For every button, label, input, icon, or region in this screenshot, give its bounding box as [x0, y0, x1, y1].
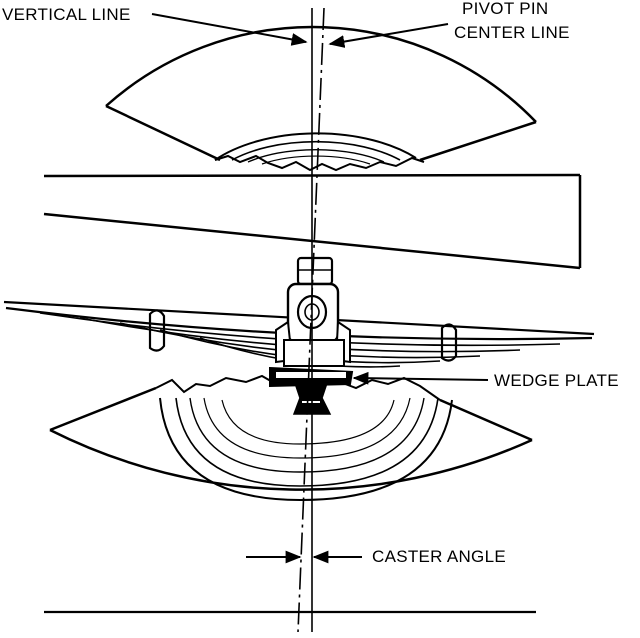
- lower-wheel-rim: [159, 397, 453, 502]
- pivot-pin-label-line2: CENTER LINE: [454, 23, 570, 42]
- label-wedge-plate: WEDGE PLATE: [352, 371, 619, 390]
- label-pivot-pin: PIVOT PIN CENTER LINE: [328, 0, 570, 48]
- label-caster-angle: CASTER ANGLE: [246, 547, 506, 566]
- upper-wheel-rim: [214, 132, 417, 165]
- label-vertical-line: VERTICAL LINE: [2, 5, 308, 46]
- lower-tire: [49, 374, 533, 491]
- vertical-line-label: VERTICAL LINE: [2, 5, 131, 24]
- wedge-plate: [269, 366, 354, 388]
- wedge-plate-label: WEDGE PLATE: [494, 371, 619, 390]
- pivot-pin-label-line1: PIVOT PIN: [462, 0, 548, 18]
- caster-angle-label: CASTER ANGLE: [372, 547, 506, 566]
- upper-tire: [105, 25, 537, 172]
